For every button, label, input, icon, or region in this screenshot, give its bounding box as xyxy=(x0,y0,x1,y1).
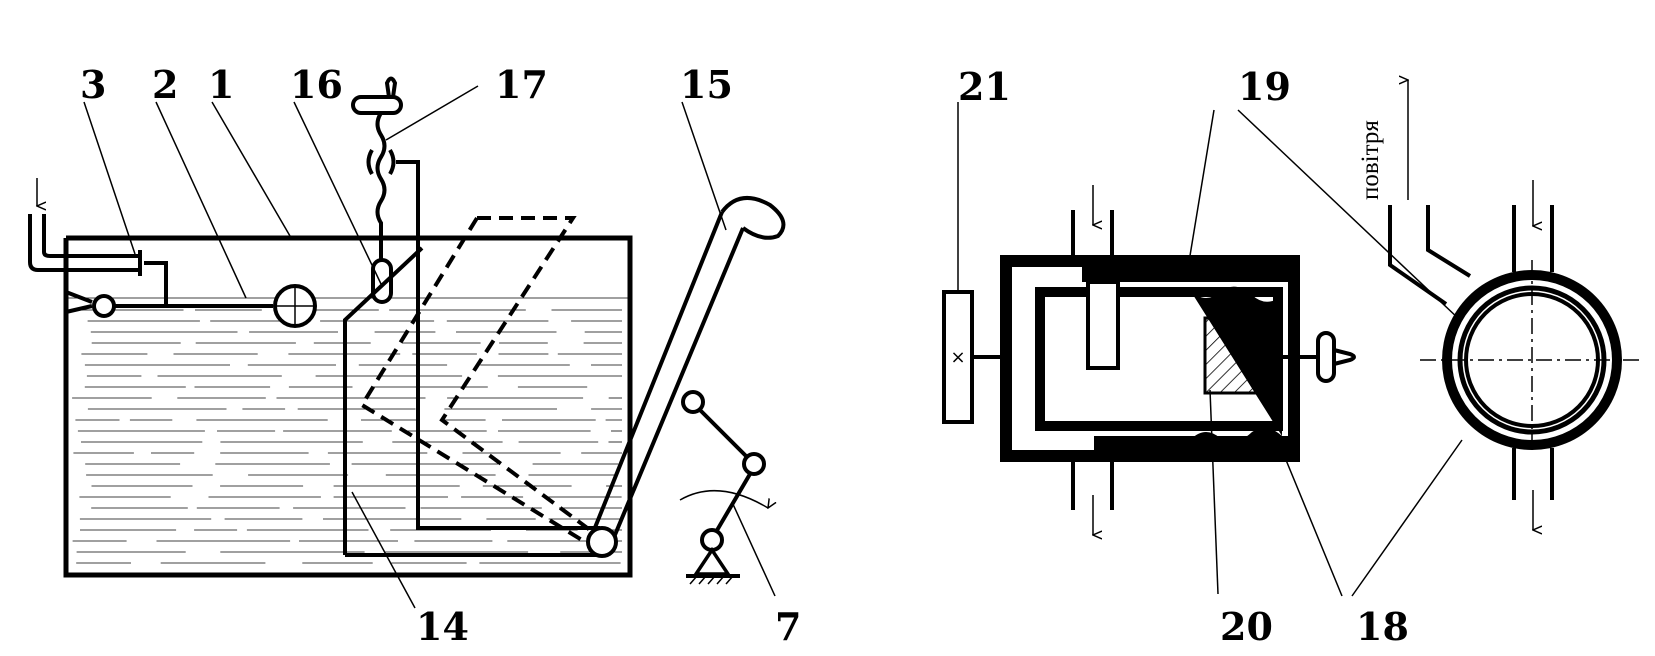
label-air: повітря xyxy=(1357,120,1384,200)
label-20: 20 xyxy=(1220,604,1273,649)
label-2: 2 xyxy=(152,62,178,107)
label-14: 14 xyxy=(416,604,469,649)
left-figure xyxy=(28,76,786,609)
left-leaders xyxy=(83,85,776,609)
water-lines xyxy=(72,309,622,564)
hatched-block xyxy=(1203,316,1269,395)
middle-figure: × xyxy=(942,102,1356,597)
guide-plate xyxy=(343,246,600,557)
conveyor xyxy=(586,196,786,558)
ground-hatch xyxy=(689,575,734,585)
housing xyxy=(1000,255,1300,462)
tank xyxy=(63,235,633,578)
dashed-tray xyxy=(359,216,592,547)
water xyxy=(68,297,630,564)
middle-pipes xyxy=(1071,185,1114,535)
label-21: 21 xyxy=(958,64,1011,109)
float-valve xyxy=(65,290,116,318)
label-16: 16 xyxy=(290,62,343,107)
label-7: 7 xyxy=(775,604,801,649)
baffle xyxy=(1086,280,1120,370)
linkage xyxy=(679,390,768,585)
air-outlet xyxy=(1388,80,1472,306)
right-leaders xyxy=(1237,109,1463,597)
label-15: 15 xyxy=(680,62,733,107)
knob xyxy=(1282,331,1356,383)
label-17: 17 xyxy=(495,62,548,107)
middle-leaders xyxy=(957,102,1343,597)
right-pipes xyxy=(1512,180,1554,530)
inlet-pipe xyxy=(28,178,168,305)
label-19: 19 xyxy=(1238,64,1291,109)
regulator xyxy=(351,76,600,530)
label-1: 1 xyxy=(208,62,234,107)
labels: 3 2 1 16 17 15 14 7 21 19 20 18 повітря xyxy=(80,62,1409,649)
float-lever xyxy=(114,284,317,328)
actuator: × xyxy=(942,290,1000,424)
label-18: 18 xyxy=(1356,604,1409,649)
right-figure xyxy=(1237,80,1640,597)
svg-text:×: × xyxy=(950,347,965,368)
label-3: 3 xyxy=(80,62,106,107)
